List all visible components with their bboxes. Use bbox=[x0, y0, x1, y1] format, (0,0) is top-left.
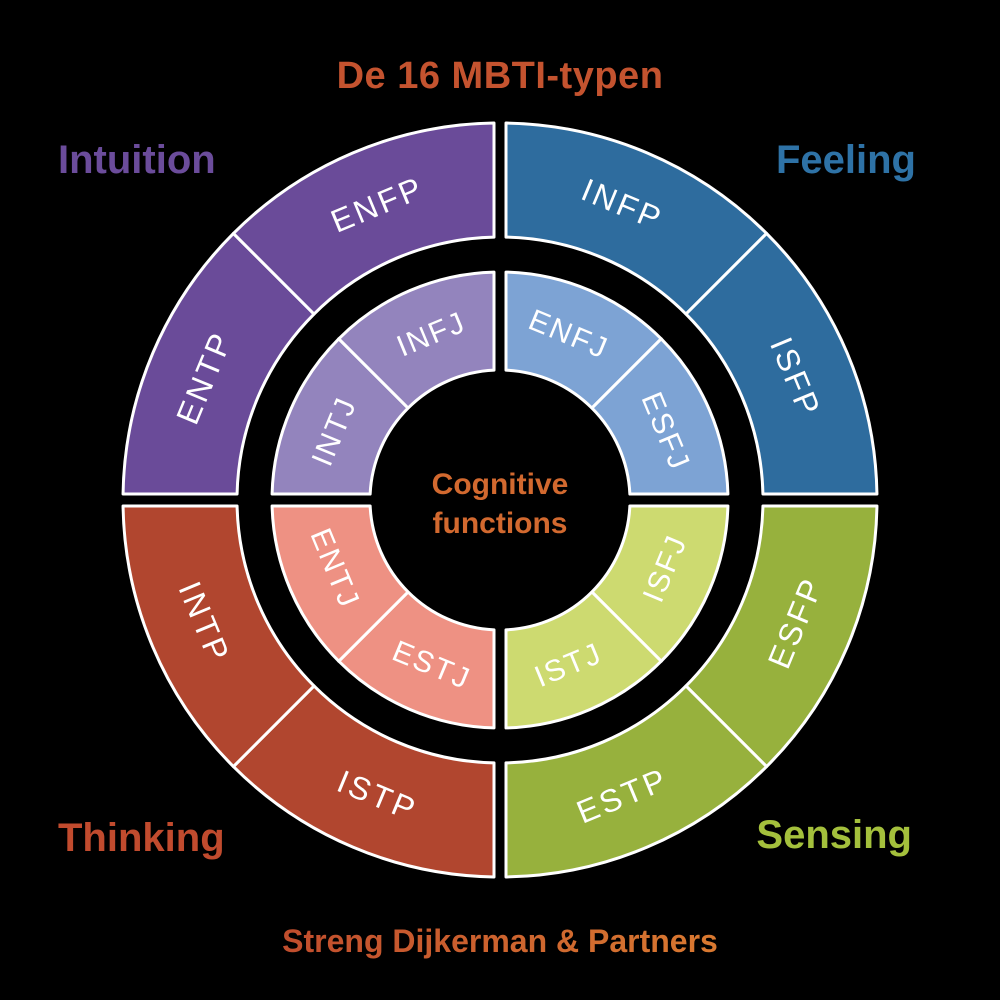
entj-segment bbox=[270, 504, 410, 663]
enfp-segment bbox=[231, 121, 496, 316]
quadrant-label-feeling: Feeling bbox=[776, 138, 916, 182]
quadrant-label-sensing: Sensing bbox=[756, 813, 912, 857]
infj-segment bbox=[337, 270, 496, 410]
center-label-line2: functions bbox=[433, 507, 568, 540]
quadrant-label-intuition: Intuition bbox=[58, 138, 216, 182]
intp-segment bbox=[121, 504, 316, 769]
quadrant-label-thinking: Thinking bbox=[58, 816, 225, 860]
istj-segment bbox=[504, 590, 663, 730]
page-title: De 16 MBTI-typen bbox=[337, 55, 664, 97]
attribution-text: Streng Dijkerman & Partners bbox=[282, 923, 718, 959]
isfp-segment bbox=[684, 231, 879, 496]
center-label-line1: Cognitive bbox=[432, 468, 569, 501]
esfj-segment bbox=[590, 337, 730, 496]
wheel-rings: ENTPENFPINTJINFJIntuitionINFPISFPENFJESF… bbox=[58, 121, 916, 879]
estp-segment bbox=[504, 684, 769, 879]
